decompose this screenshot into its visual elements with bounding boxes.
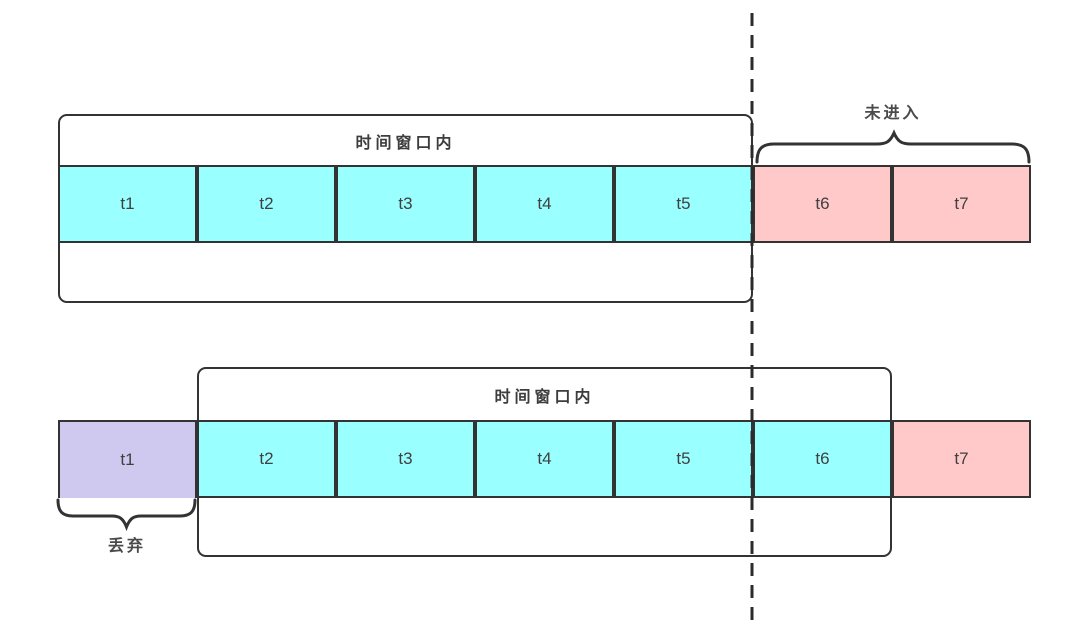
slot-bottom-t3: t3 [336,420,475,498]
slot-bottom-t1: t1 [58,420,197,498]
current-time-divider-line [750,13,754,620]
slot-bottom-t4: t4 [475,420,614,498]
not-entered-label: 未进入 [864,105,922,122]
slot-top-t4: t4 [475,165,614,243]
time-window-label-top: 时间窗口内 [355,134,456,152]
slot-top-t1: t1 [58,165,197,243]
time-window-label-bottom: 时间窗口内 [494,388,595,406]
slot-bottom-t7: t7 [892,420,1031,498]
slot-top-t5: t5 [614,165,753,243]
slot-top-t2: t2 [197,165,336,243]
slot-bottom-t5: t5 [614,420,753,498]
slot-top-t6: t6 [753,165,892,243]
slot-top-t3: t3 [336,165,475,243]
brace-discard [56,498,197,532]
slot-bottom-t2: t2 [197,420,336,498]
discard-label: 丢弃 [107,538,146,555]
slot-bottom-t6: t6 [753,420,892,498]
brace-not-entered [755,129,1031,164]
slot-top-t7: t7 [892,165,1031,243]
